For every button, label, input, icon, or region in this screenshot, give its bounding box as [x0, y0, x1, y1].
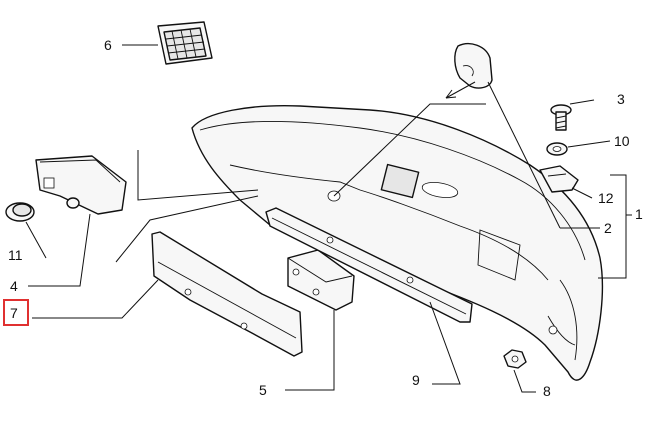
tow-hook-cover-part: [445, 42, 493, 99]
callout-label-7: 7: [10, 305, 18, 321]
reinforcement-strip-part: [265, 207, 473, 323]
washer-part: [546, 142, 568, 156]
plug-part: [5, 202, 35, 222]
leader-lines: [25, 44, 632, 393]
side-bracket-part: [35, 155, 127, 215]
callout-label-2: 2: [604, 220, 612, 236]
nut-part: [503, 349, 527, 369]
callout-label-10: 10: [614, 133, 630, 149]
clip-nut-part: [539, 165, 579, 193]
callout-label-12: 12: [598, 190, 614, 206]
callout-label-1: 1: [635, 206, 643, 222]
bumper-body-part: [191, 105, 604, 381]
callout-label-9: 9: [412, 372, 420, 388]
callout-label-6: 6: [104, 37, 112, 53]
grille-insert-part: [157, 21, 213, 65]
callout-label-11: 11: [8, 247, 23, 263]
highlight-box-7: [3, 299, 29, 326]
callout-label-3: 3: [617, 91, 625, 107]
callout-labels: 6 2 3 10 12 1 11 4 7 5 9 8: [3, 37, 643, 399]
screw-part: [550, 104, 572, 131]
callout-label-5: 5: [259, 382, 267, 398]
callout-label-4: 4: [10, 278, 18, 294]
impact-absorber-part: [151, 231, 303, 357]
callout-label-8: 8: [543, 383, 551, 399]
